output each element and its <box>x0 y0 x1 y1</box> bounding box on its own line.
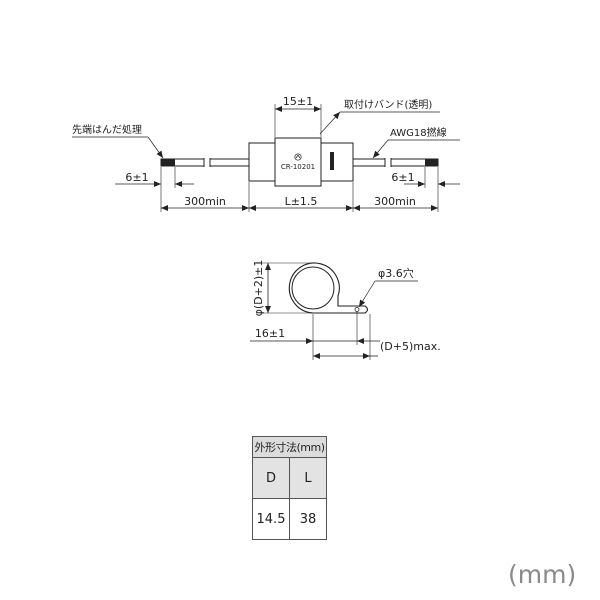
hole-callout: φ3.6穴 <box>358 266 418 308</box>
left-strip-dimension: 6±1 <box>115 167 194 212</box>
polarity-stripe <box>330 152 334 170</box>
lead-left-label: 300min <box>184 195 226 208</box>
hole-callout-text: φ3.6穴 <box>378 266 414 280</box>
unit-label: (mm) <box>508 560 577 589</box>
right-strip-label: 6±1 <box>391 171 414 184</box>
table-value-d: 14.5 <box>252 498 290 540</box>
left-strip-label: 6±1 <box>125 171 148 184</box>
dimension-table: 外形寸法(mm) D L 14.5 38 <box>252 436 327 540</box>
table-title: 外形寸法(mm) <box>252 436 327 458</box>
body-length-label: L±1.5 <box>285 195 318 208</box>
table-value-l: 38 <box>289 498 327 540</box>
table-header-d: D <box>252 457 290 499</box>
max-width-label: (D+5)max. <box>380 340 441 353</box>
band-diameter-label: φ(D+2)±1 <box>252 260 265 317</box>
mount-distance-label: 16±1 <box>255 327 285 340</box>
band-diameter-dimension: φ(D+2)±1 <box>252 260 312 317</box>
table-header-l: L <box>289 457 327 499</box>
band-width-dimension: 15±1 <box>274 95 322 137</box>
tip-callout-text: 先端はんだ処理 <box>72 123 142 136</box>
mounting-band-end-view <box>288 262 369 314</box>
max-width-dimension: (D+5)max. <box>313 340 441 359</box>
capacitor-section <box>291 266 335 310</box>
wire-callout-text: AWG18撚線 <box>390 126 447 139</box>
mount-hole <box>354 307 360 312</box>
maker-logo-icon <box>294 153 302 161</box>
right-wire-break <box>385 156 391 169</box>
band-callout-text: 取付けバンド(透明) <box>344 98 432 111</box>
length-dimension-chain: 300min L±1.5 300min <box>161 182 438 212</box>
left-wire-break <box>204 156 210 169</box>
wire-callout: AWG18撚線 <box>372 126 460 159</box>
body-marking: CR-10201 <box>281 163 315 171</box>
capacitor-side-view: CR-10201 <box>160 137 439 187</box>
right-strip-dimension: 6±1 <box>391 167 460 212</box>
tip-callout: 先端はんだ処理 <box>72 123 164 159</box>
lead-right-label: 300min <box>374 195 416 208</box>
left-solder-tip <box>161 159 175 166</box>
band-callout: 取付けバンド(透明) <box>319 98 440 135</box>
band-width-label: 15±1 <box>283 95 313 108</box>
right-solder-tip <box>425 159 438 166</box>
mounting-band <box>274 137 322 187</box>
mount-distance-dimension: 16±1 <box>250 312 380 360</box>
